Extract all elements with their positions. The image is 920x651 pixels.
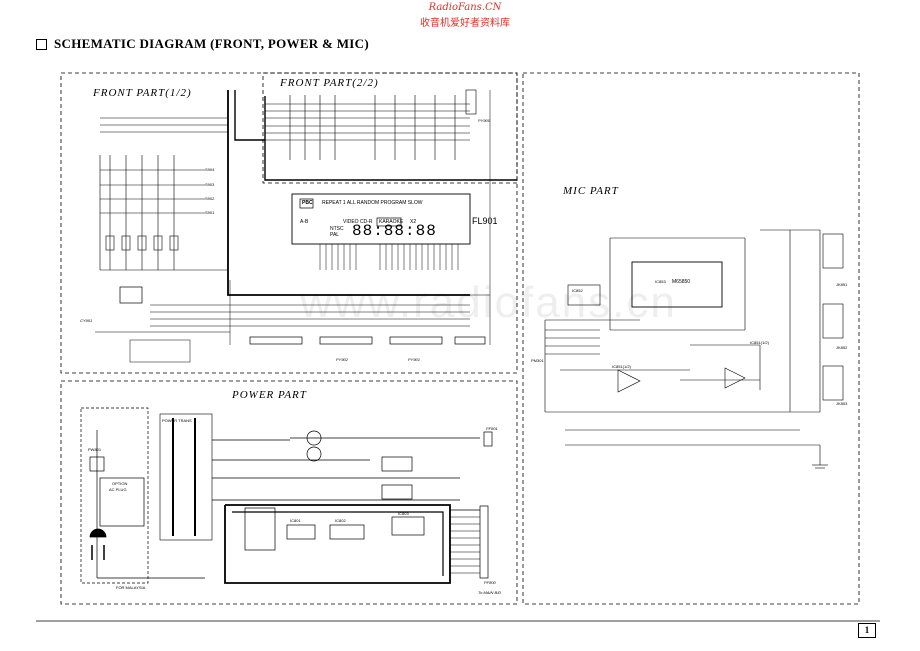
ic-803 <box>391 516 425 536</box>
page-number: 1 <box>858 623 876 638</box>
page-title-text: SCHEMATIC DIAGRAM (FRONT, POWER & MIC) <box>54 36 369 51</box>
connector-py902a <box>249 336 303 345</box>
ic-label: IC853 <box>655 279 666 284</box>
ic-802 <box>329 524 365 540</box>
jack-label: JK852 <box>836 345 848 350</box>
connector-py901a <box>389 336 443 345</box>
remote-sensor <box>119 286 143 304</box>
display-videocd: VIDEO CD-R <box>343 219 373 225</box>
display-x2: X2 <box>410 219 417 225</box>
front1-key-matrix <box>99 117 228 271</box>
display-ab: A-B <box>300 219 309 225</box>
mic-part-label: MIC PART <box>563 185 619 197</box>
connector-label-pw801: PW801 <box>88 447 102 452</box>
front-part-2-frame <box>262 72 518 184</box>
jack-jk853 <box>822 365 844 401</box>
connector-label-pm301: PM301 <box>531 358 544 363</box>
display-pal: PAL <box>330 232 340 238</box>
jack-label: JK853 <box>836 401 848 406</box>
display-pbc: PBC <box>302 200 313 206</box>
connector-pf800 <box>479 505 489 579</box>
bridge-rectifier <box>244 507 276 551</box>
connector-label-cy901: CY901 <box>80 318 93 323</box>
switch-label: S901 <box>205 210 215 215</box>
ic-label: IC851(1/2) <box>612 364 631 369</box>
ic-801 <box>286 524 316 540</box>
switch-label: S902 <box>205 196 215 201</box>
front-part-2-label: FRONT PART(2/2) <box>280 77 379 89</box>
ic-label: M65850 <box>672 279 691 285</box>
connector-py901b <box>454 336 486 345</box>
ic-label: IC851(1/2) <box>750 340 769 345</box>
switch-label: S903 <box>205 182 215 187</box>
display-modes: REPEAT 1 ALL RANDOM PROGRAM SLOW <box>322 200 423 206</box>
front-part-frame <box>60 72 518 374</box>
transformer-label: POWER TRANS <box>162 418 192 423</box>
checkbox-icon <box>36 38 47 50</box>
display-digits: 88:88:88 <box>352 222 437 240</box>
ic-m65850 <box>631 261 723 308</box>
connector-py902b <box>319 336 373 345</box>
ic-label: IC803 <box>398 511 409 516</box>
power-transformer <box>159 413 213 541</box>
ic-label: IC801 <box>290 518 301 523</box>
front2-switch-matrix <box>265 89 477 160</box>
mic-part-frame <box>522 72 860 605</box>
switch-label: S904 <box>205 167 215 172</box>
jack-jk852 <box>822 303 844 339</box>
to-main-label: To MAIN B/D <box>478 590 502 595</box>
jack-jk851 <box>822 233 844 269</box>
display-karaoke: KARAOKE <box>379 219 404 225</box>
ic-852 <box>567 284 601 306</box>
connector-pf801 <box>483 431 493 447</box>
connector-label-pf800: PF800 <box>484 580 496 585</box>
mic-circuit <box>544 229 844 469</box>
display-ntsc: NTSC <box>330 226 344 232</box>
page-title: SCHEMATIC DIAGRAM (FRONT, POWER & MIC) <box>36 36 369 52</box>
watermark-brand: RadioFans.CN <box>428 2 502 13</box>
vfd-display <box>291 193 471 245</box>
ac-plug-option-box <box>80 407 149 584</box>
connector-label-py902: PY902 <box>336 357 349 362</box>
ac-plug-label: AC PLUG <box>109 487 127 492</box>
option-label: OPTION <box>112 481 128 486</box>
connector-label-pf801: PF801 <box>486 426 498 431</box>
power-part-label: POWER PART <box>232 389 307 401</box>
power-part-frame <box>60 380 518 605</box>
jack-label: JK851 <box>836 282 848 287</box>
ic-label: IC802 <box>335 518 346 523</box>
front-part-1-label: FRONT PART(1/2) <box>93 87 192 99</box>
watermark-subtitle: 收音机爱好者资料库 <box>420 18 510 29</box>
connector-label-py900: PY900 <box>478 118 491 123</box>
connector-label-py901: PY901 <box>408 357 421 362</box>
power-circuit <box>80 407 493 584</box>
region-note: FOR MALAYSIA <box>116 585 146 590</box>
display-label: FL901 <box>472 216 498 226</box>
ic-label: IC852 <box>572 288 583 293</box>
